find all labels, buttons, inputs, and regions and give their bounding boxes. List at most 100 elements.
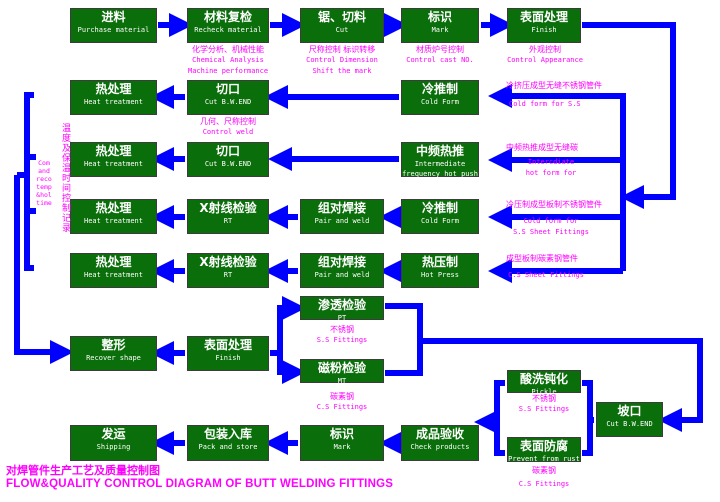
label-text: and [38,167,50,175]
label-text: Cold Form [421,217,459,225]
label-text: S.S Fittings [518,405,570,413]
label-text: RT [223,271,233,279]
label-text: time [36,199,52,207]
label-text: Pickle [531,388,557,396]
box-heat-treatment: 热处理 Heat treatment [70,142,157,177]
label-text: Control cast NO. [406,56,474,64]
box-heat-treatment: 热处理 Heat treatment [70,199,157,234]
label-text: Cut B.W.END [606,420,653,428]
label-text: Cut B.W.END [204,160,252,168]
flow-arrow [420,338,703,432]
box-check-products: 成品验收 Check products [401,425,479,461]
arrow-to-recover [14,175,74,364]
label-text: 包装入库 [203,427,252,441]
label-text: hot form for [525,169,577,177]
label-text: PT [337,314,347,322]
title-en: FLOW&QUALITY CONTROL DIAGRAM OF BUTT WEL… [6,478,394,490]
title-zh: 对焊管件生产工艺及质量控制图 [6,464,160,477]
flow-arrow [270,296,306,356]
flow-arrow [385,303,423,376]
label-text: Cold form for S.S [509,100,581,108]
label-text: Heat treatment [83,217,143,225]
label-text: Control Dimension [306,56,378,64]
arrow-finish-to-forming [582,22,676,209]
label-text: Finish [215,354,241,362]
label-text: Intercdiate [527,158,575,166]
box-cut-bw-end: 坡口 Cut B.W.END [596,402,663,437]
label-text: Recover shape [86,354,141,362]
label-text: 化学分析、机械性能 [192,45,264,54]
label-text: Check products [410,443,470,451]
label-text: MT [337,377,347,385]
label-text: S.S Fittings [316,336,368,344]
label-text: Heat treatment [83,160,143,168]
label-text: 酸洗钝化 [519,372,568,386]
note-cut-bw: 几何、尺称控制 Control weld [188,116,268,138]
label-text: 发运 [101,427,126,441]
label-text: 热处理 [95,82,132,96]
note-cold-ss: 冷挤压成型无缝不锈钢管件 Cold form for S.S [506,80,616,110]
label-text: Cold Form [421,98,459,106]
label-text: C.S Fittings [316,403,368,411]
label-text: 不锈钢 [532,394,556,403]
label-text: 冷挤压成型无缝不锈钢管件 [506,81,602,90]
label-text: Heat treatment [83,271,143,279]
note-ifhp: 中频热推成型无缝碳 Intercdiate hot form for [506,142,596,179]
label-text: Control weld [202,128,254,136]
label-text: Pair and weld [314,271,370,279]
label-text: Intermediate [414,160,466,168]
flow-arrow [277,353,306,384]
label-text: Cut B.W.END [204,98,252,106]
box-rt: X射线检验 RT [187,253,269,288]
label-text: 渗透检验 [317,298,366,312]
label-text: Mark [333,443,351,451]
label-text: X射线检验 [199,201,257,215]
label-text: 材料复检 [203,10,252,24]
label-text: 冷压制成型板制不锈钢管件 [506,200,602,209]
flow-arrow [582,380,594,456]
label-text: X射线检验 [199,255,257,269]
bracket [24,92,34,271]
label-text: 碳素钢 [532,466,556,475]
label-text: 几何、尺称控制 [200,117,256,126]
label-text: 中频热推 [415,144,464,158]
box-heat-treatment: 热处理 Heat treatment [70,253,157,288]
label-text: Cut [335,26,349,34]
label-text: 热处理 [95,255,132,269]
box-pt: 渗透检验 PT [300,296,384,322]
label-text: 成品验收 [415,427,464,441]
label-text: S.S Sheet Fittings [513,228,589,236]
label-text: reco [36,175,52,183]
label-text: 中频热推成型无缝碳 [506,143,578,152]
label-text: 不锈钢 [330,325,354,334]
label-text: Cold form for [523,217,579,225]
note-temp-record-zh: 温度及保温时间控制记录 [62,124,72,234]
label-text: Hot Press [421,271,459,279]
label-text: Mark [431,26,449,34]
label-text: 表面防腐 [519,439,568,453]
label-text: 坡口 [617,404,642,418]
label-text: 热处理 [95,144,132,158]
label-text: 热处理 [95,201,132,215]
